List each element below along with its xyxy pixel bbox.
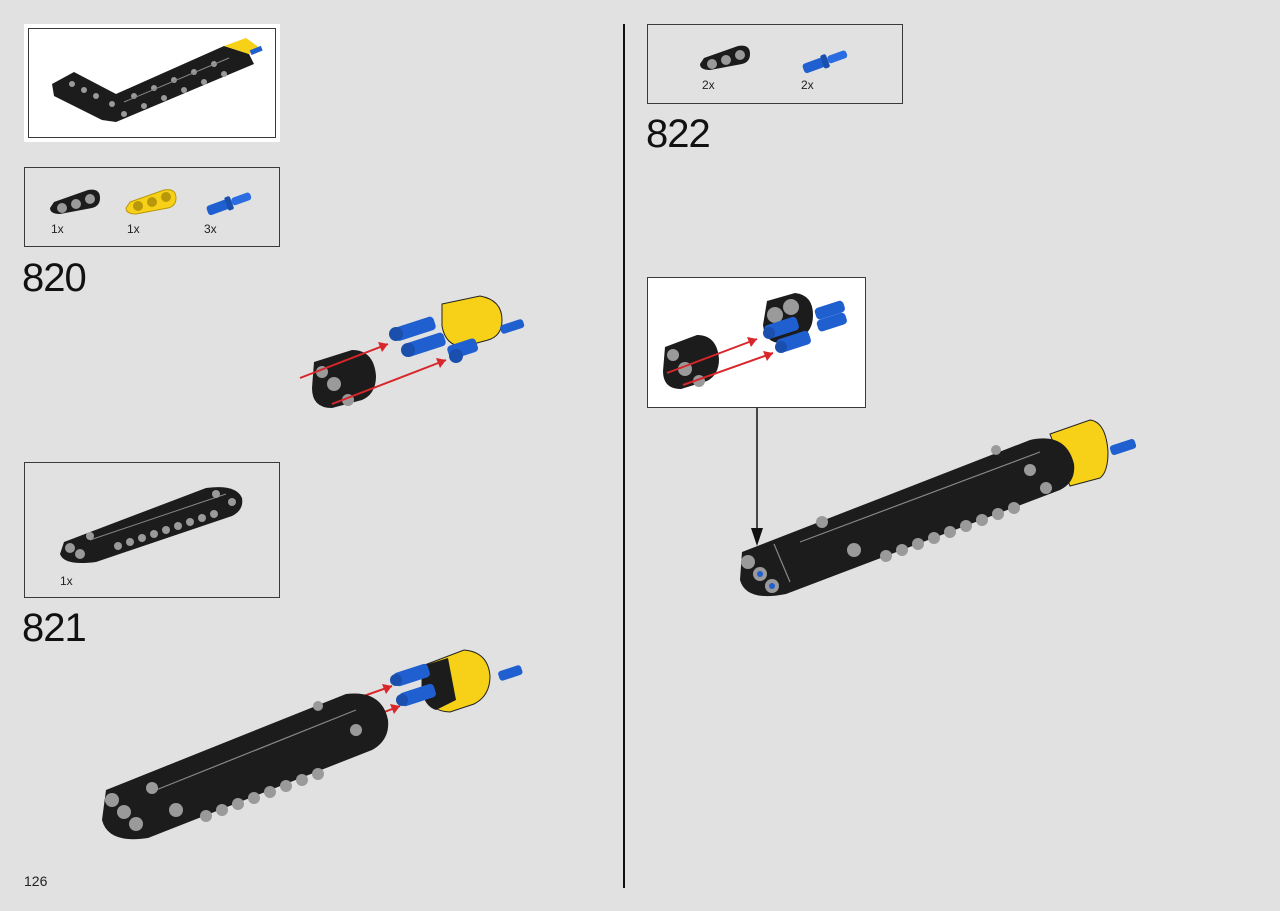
step-822-number: 822 xyxy=(646,112,711,156)
step-821-illustration xyxy=(102,649,523,840)
step-822-illustration xyxy=(740,419,1137,597)
step-820-illustration xyxy=(299,295,525,408)
blue-axle-pin-icon xyxy=(206,192,252,216)
yellow-liftarm-3-icon xyxy=(125,189,177,215)
callout-arrow xyxy=(751,408,763,546)
black-panel-beam-icon xyxy=(60,487,243,563)
step-820-number: 820 xyxy=(22,256,87,300)
step-822-parts-box xyxy=(647,24,903,104)
step-820-part-1-qty: 1x xyxy=(51,222,64,236)
black-liftarm-3-icon xyxy=(50,189,100,214)
step-821-number: 821 xyxy=(22,606,87,650)
page-number: 126 xyxy=(24,873,48,889)
subassembly-model-icon xyxy=(52,38,263,122)
blue-axle-pin-icon xyxy=(802,50,848,74)
step-822-part-2-qty: 2x xyxy=(801,78,814,92)
step-822-callout-illustration xyxy=(663,293,847,389)
page-divider xyxy=(623,24,625,888)
step-821-part-1-qty: 1x xyxy=(60,574,73,588)
black-liftarm-3-icon xyxy=(700,45,750,70)
step-820-part-2-qty: 1x xyxy=(127,222,140,236)
step-822-part-1-qty: 2x xyxy=(702,78,715,92)
step-820-part-3-qty: 3x xyxy=(204,222,217,236)
